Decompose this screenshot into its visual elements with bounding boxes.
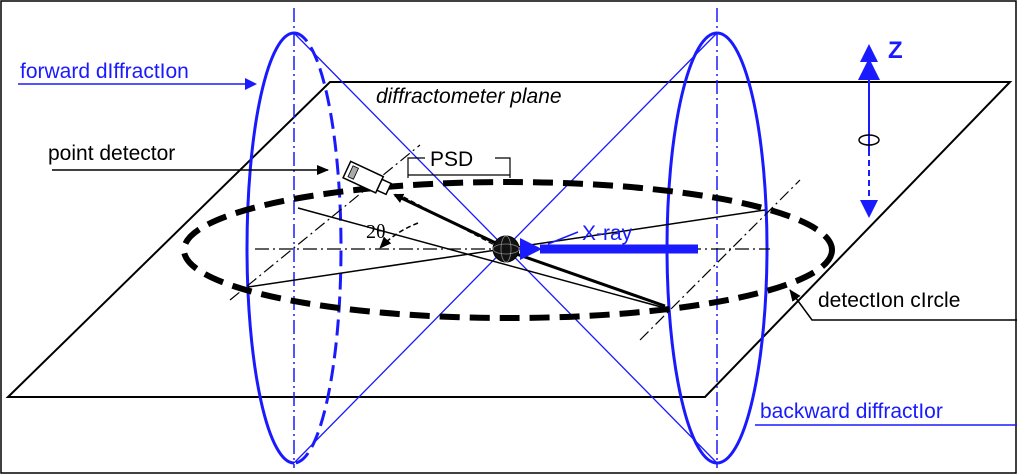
camera-shaped-detector-icon <box>342 160 393 196</box>
backward-diffraction-label: backward diffractIor <box>760 400 943 423</box>
two-theta-arc <box>379 222 419 249</box>
diffractometer-plane <box>5 81 1013 398</box>
diagonal-guide-lines <box>229 144 801 341</box>
z-axis-arrow <box>858 44 880 218</box>
two-theta-dashed-guide <box>399 194 501 249</box>
detection-circle-leader <box>789 289 1017 321</box>
z-axis-label: Z <box>888 37 903 64</box>
psd-bracket <box>407 157 511 178</box>
forward-diffraction-circle-front <box>245 31 295 465</box>
xray-label: X-ray <box>582 222 633 245</box>
psd-label: PSD <box>430 148 473 171</box>
diffracted-beam-backward <box>504 248 666 308</box>
spherical-sample-icon <box>492 235 520 263</box>
detection-circle-label: detectIon cIrcle <box>818 289 960 312</box>
two-theta-label: 2θ <box>366 221 386 243</box>
forward-diffraction-label: forward dIffractIon <box>20 60 189 83</box>
diffractometer-plane-label: diffractometer plane <box>376 85 562 108</box>
rotation-ellipse-icon <box>858 134 880 146</box>
detection-circle <box>181 179 835 321</box>
forward-diffraction-circle-back <box>293 31 343 465</box>
point-detector-label: point detector <box>48 142 175 165</box>
xray-label-leader <box>547 231 579 245</box>
